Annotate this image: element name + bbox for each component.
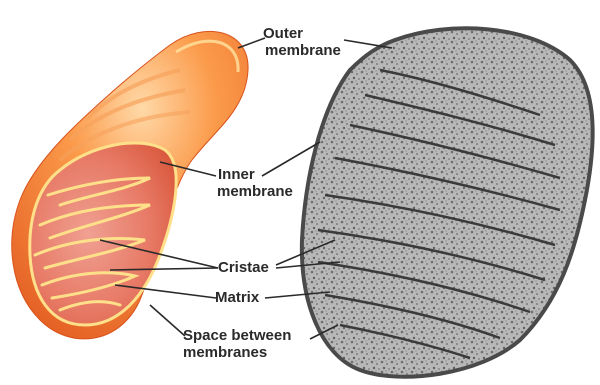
cristae-label: Cristae xyxy=(218,259,269,276)
matrix-label: Matrix xyxy=(215,289,259,306)
mitochondrion-micrograph xyxy=(262,28,593,376)
outer-membrane-label: Outer membrane xyxy=(263,25,341,59)
space-between-membranes-label: Space between membranes xyxy=(183,327,291,361)
inner-membrane-label: Inner membrane xyxy=(217,166,293,200)
micrograph-outline xyxy=(302,28,593,376)
